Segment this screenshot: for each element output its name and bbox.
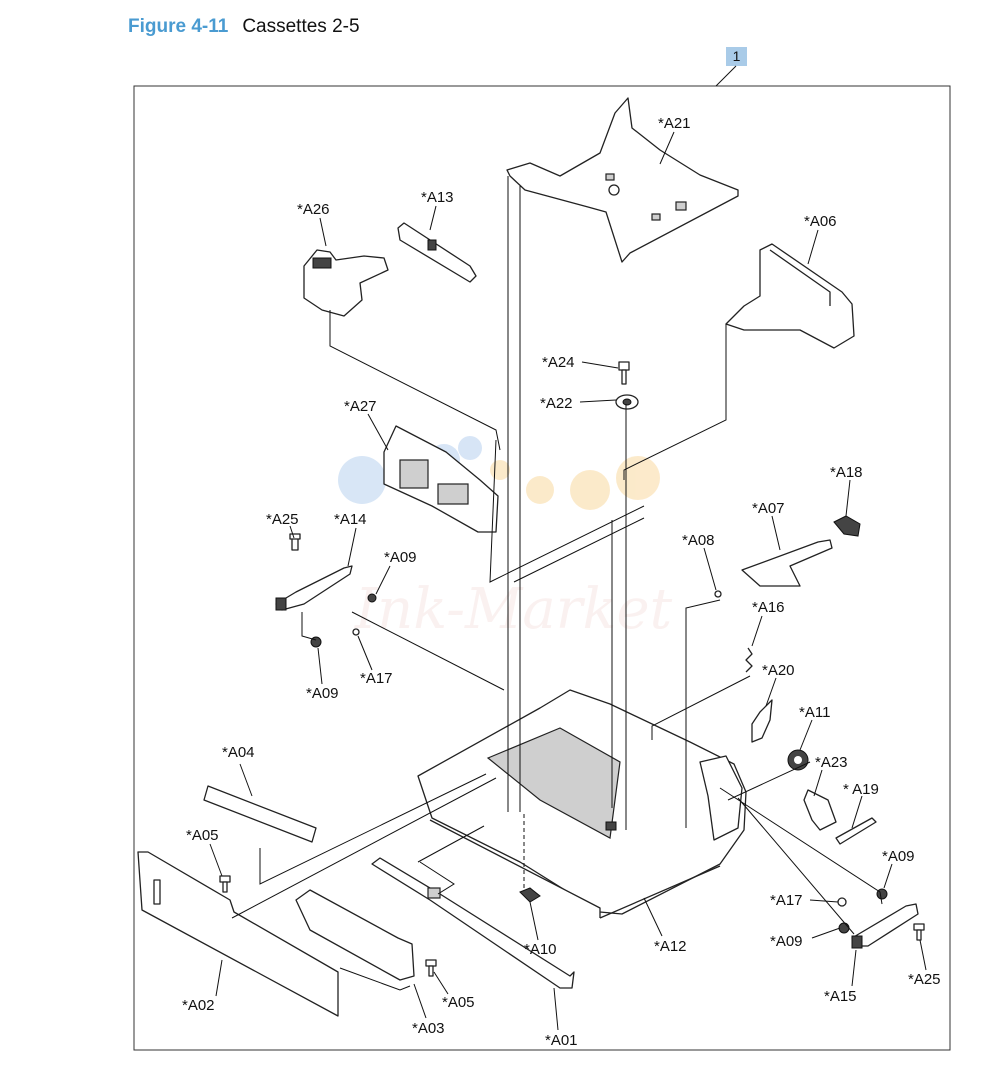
- callout-a10: *A10: [524, 941, 557, 958]
- part-a09-right-lower: [838, 922, 850, 934]
- callout-a12: *A12: [654, 938, 687, 955]
- callout-a24: *A24: [542, 354, 575, 371]
- part-a05-screw-left: [219, 875, 231, 893]
- callout-a09-right: *A09: [882, 848, 915, 865]
- item-number-badge: 1: [726, 47, 747, 66]
- callout-a11: *A11: [799, 704, 830, 721]
- watermark-text: Ink-Market: [354, 577, 673, 642]
- part-a08: [714, 590, 722, 598]
- part-a05-screw-right: [425, 959, 437, 977]
- callout-a17-right: *A17: [770, 892, 803, 909]
- callout-a04: *A04: [222, 744, 255, 761]
- assembly-lines: [231, 176, 883, 991]
- callout-a15: *A15: [824, 988, 857, 1005]
- part-a07-sheet: [741, 539, 833, 587]
- callout-a09-upper: *A09: [384, 549, 417, 566]
- part-a17-right: [837, 897, 847, 907]
- part-a10: [519, 887, 541, 903]
- callout-a07: *A07: [752, 500, 785, 517]
- callout-leaders: [209, 131, 927, 1031]
- callout-a08: *A08: [682, 532, 715, 549]
- callout-a14: *A14: [334, 511, 367, 528]
- part-a22-washer: [615, 394, 639, 410]
- callout-labels: *A21 *A26 *A13 *A06 *A24 *A22 *A27 *A18 …: [182, 115, 941, 1049]
- part-a06: [725, 243, 855, 349]
- callout-a22: *A22: [540, 395, 573, 412]
- callout-a09-left: *A09: [306, 685, 339, 702]
- callout-a20: *A20: [762, 662, 795, 679]
- callout-a05-right: *A05: [442, 994, 475, 1011]
- callout-a17-left: *A17: [360, 670, 393, 687]
- badge-leader: [715, 65, 737, 87]
- callout-a21: *A21: [658, 115, 691, 132]
- part-a27-frame: [383, 425, 499, 533]
- callout-a01: *A01: [545, 1032, 578, 1049]
- callout-a27: *A27: [344, 398, 377, 415]
- part-a19-bar: [835, 817, 877, 845]
- callout-a25-left: *A25: [266, 511, 299, 528]
- part-a13: [397, 222, 477, 283]
- part-a20: [751, 699, 773, 743]
- part-a26: [303, 249, 389, 317]
- callout-a25-right: *A25: [908, 971, 941, 988]
- part-a14-arm: [275, 565, 353, 611]
- callout-a03: *A03: [412, 1020, 445, 1037]
- figure-number: Figure 4-11: [128, 16, 229, 37]
- callout-a05-left: *A05: [186, 827, 219, 844]
- part-a11-gear: [787, 749, 809, 771]
- callout-a26: *A26: [297, 201, 330, 218]
- part-a03-handle: [295, 889, 415, 981]
- callout-a13: *A13: [421, 189, 454, 206]
- part-a21-plate: [506, 97, 739, 263]
- callout-a19: * A19: [843, 781, 879, 798]
- figure-caption: Cassettes 2-5: [242, 16, 360, 37]
- figure-title: Figure 4-11 Cassettes 2-5: [128, 16, 360, 38]
- part-a17-left: [352, 628, 360, 636]
- part-a25-screw-right: [913, 923, 925, 941]
- part-a02-front-panel: [137, 851, 339, 1017]
- part-a18: [833, 515, 861, 537]
- part-a23-gear: [803, 789, 837, 831]
- callout-a23: *A23: [815, 754, 848, 771]
- part-a16-spring: [745, 647, 753, 673]
- part-a25-screw-left: [289, 533, 301, 551]
- part-a15-arm: [851, 903, 919, 949]
- callout-a06: *A06: [804, 213, 837, 230]
- part-a24-screw: [618, 361, 630, 385]
- part-a12-tray: [417, 689, 747, 919]
- part-a09-upper: [367, 593, 377, 603]
- callout-a16: *A16: [752, 599, 785, 616]
- callout-a09-right-lower: *A09: [770, 933, 803, 950]
- part-a04-strip: [203, 785, 317, 843]
- diagram-frame: [133, 85, 951, 1051]
- callout-a18: *A18: [830, 464, 863, 481]
- callout-a02: *A02: [182, 997, 215, 1014]
